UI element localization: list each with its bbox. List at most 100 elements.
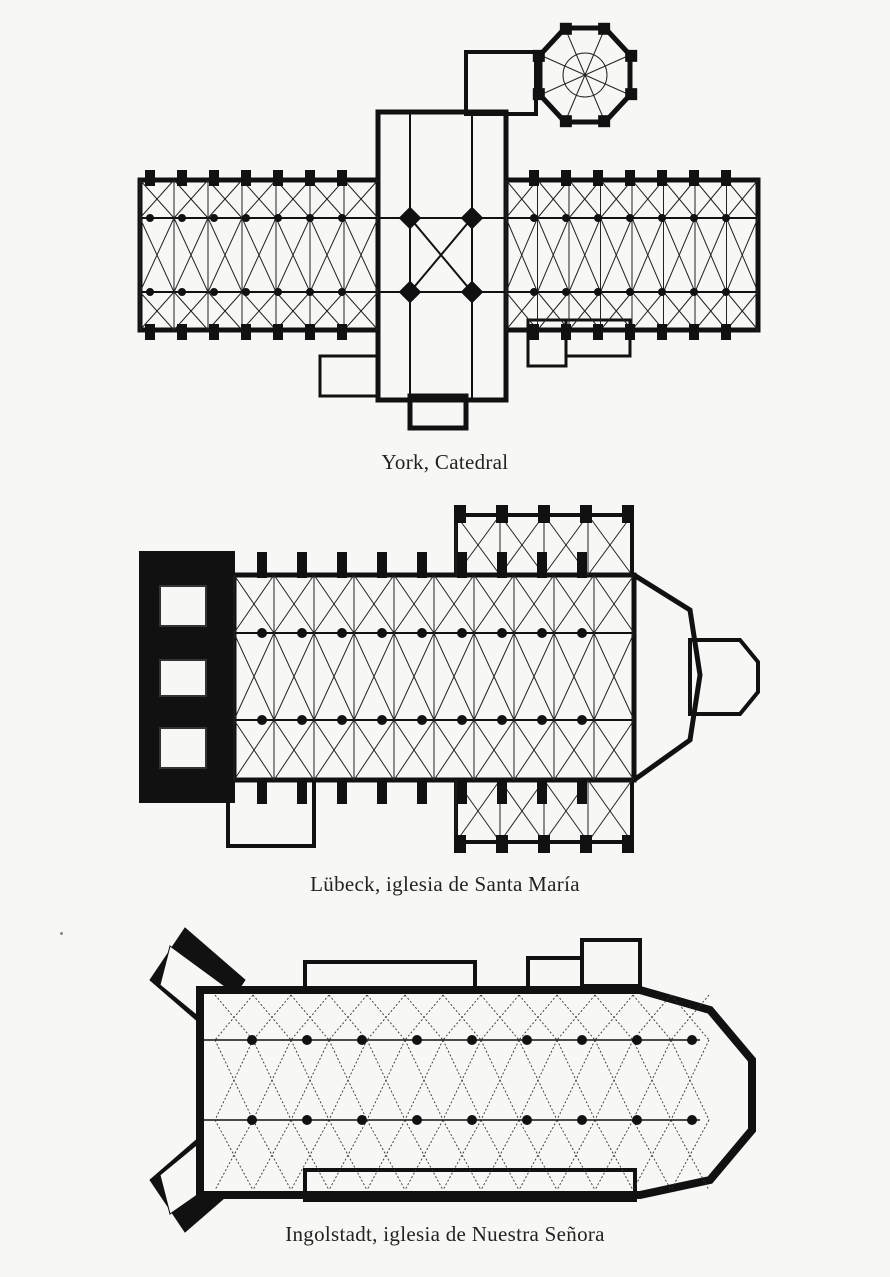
- vault-rib: [663, 217, 696, 293]
- net-vault-rib: [404, 1119, 444, 1191]
- pier: [377, 715, 387, 725]
- pier: [274, 288, 282, 296]
- net-vault-rib: [556, 994, 596, 1041]
- buttress: [257, 552, 267, 578]
- vault-rib: [309, 291, 345, 331]
- net-vault-rib: [632, 1119, 672, 1191]
- buttress: [593, 324, 603, 340]
- buttress: [625, 170, 635, 186]
- vault-rib: [473, 632, 515, 721]
- pier: [522, 1115, 532, 1125]
- vault-rib: [433, 632, 475, 721]
- pier: [722, 288, 730, 296]
- buttress: [598, 115, 611, 128]
- buttress: [305, 170, 315, 186]
- lubeck-caption: Lübeck, iglesia de Santa María: [310, 872, 580, 896]
- vault-rib: [694, 291, 727, 331]
- vault-rib: [553, 632, 595, 721]
- vault-rib: [393, 719, 435, 781]
- vault-rib: [393, 574, 435, 634]
- pier: [357, 1115, 367, 1125]
- buttress: [537, 552, 547, 578]
- vault-rib: [600, 217, 633, 293]
- pier: [302, 1035, 312, 1045]
- net-vault-rib: [442, 1119, 482, 1191]
- pier: [412, 1115, 422, 1125]
- vault-rib: [343, 217, 379, 293]
- buttress: [377, 552, 387, 578]
- net-vault-rib: [632, 1119, 672, 1191]
- pier: [338, 214, 346, 222]
- pier: [247, 1115, 257, 1125]
- buttress: [532, 88, 545, 101]
- vault-rib: [513, 574, 555, 634]
- net-vault-rib: [404, 1119, 444, 1191]
- vault-rib: [568, 217, 601, 293]
- net-vault-rib: [214, 1119, 254, 1191]
- net-vault-rib: [480, 994, 520, 1041]
- pier: [417, 715, 427, 725]
- net-vault-rib: [290, 1039, 330, 1121]
- vault-rib: [343, 179, 379, 219]
- vault-rib: [313, 632, 355, 721]
- vault-rib: [207, 217, 243, 293]
- buttress: [457, 552, 467, 578]
- vault-rib: [537, 179, 570, 219]
- vault-rib: [593, 719, 635, 781]
- vault-rib: [537, 217, 570, 293]
- net-vault-rib: [594, 994, 634, 1041]
- buttress: [598, 22, 611, 35]
- net-vault-rib: [556, 1119, 596, 1191]
- pier: [146, 288, 154, 296]
- buttress: [497, 552, 507, 578]
- vault-rib: [273, 574, 315, 634]
- pier: [577, 628, 587, 638]
- vault-rib: [553, 574, 595, 634]
- pier: [357, 1035, 367, 1045]
- buttress: [561, 170, 571, 186]
- pier: [457, 628, 467, 638]
- pier: [242, 214, 250, 222]
- vault-rib: [543, 514, 589, 576]
- pier: [306, 214, 314, 222]
- net-vault-rib: [366, 1119, 406, 1191]
- pier: [594, 214, 602, 222]
- buttress: [559, 22, 572, 35]
- buttress: [145, 170, 155, 186]
- net-vault-rib: [518, 1039, 558, 1121]
- net-vault-rib: [290, 1119, 330, 1191]
- net-vault-rib: [442, 1039, 482, 1121]
- pier: [722, 214, 730, 222]
- net-vault-rib: [594, 1119, 634, 1191]
- vault-rib: [139, 179, 175, 219]
- pier: [687, 1115, 697, 1125]
- vault-rib: [275, 291, 311, 331]
- pier: [377, 628, 387, 638]
- paper-speck: [60, 932, 63, 935]
- net-vault-rib: [518, 994, 558, 1041]
- vault-rib: [313, 574, 355, 634]
- vault-rib: [513, 632, 555, 721]
- pier: [306, 288, 314, 296]
- pier: [210, 214, 218, 222]
- net-vault-rib: [328, 1119, 368, 1191]
- net-vault-rib: [442, 1119, 482, 1191]
- buttress: [593, 170, 603, 186]
- net-vault-rib: [670, 1039, 710, 1121]
- buttress: [337, 778, 347, 804]
- vault-rib: [273, 719, 315, 781]
- vault-rib: [568, 291, 601, 331]
- net-vault-rib: [366, 1039, 406, 1121]
- net-vault-rib: [670, 994, 710, 1041]
- net-vault-rib: [670, 1119, 710, 1191]
- net-vault-rib: [328, 1039, 368, 1121]
- pier: [658, 288, 666, 296]
- vault-rib: [513, 719, 555, 781]
- vault-rib: [309, 217, 345, 293]
- vault-rib: [553, 719, 595, 781]
- vault-rib: [353, 632, 395, 721]
- buttress: [721, 170, 731, 186]
- vault-rib: [455, 779, 501, 843]
- vault-rib: [433, 719, 475, 781]
- buttress: [538, 505, 550, 523]
